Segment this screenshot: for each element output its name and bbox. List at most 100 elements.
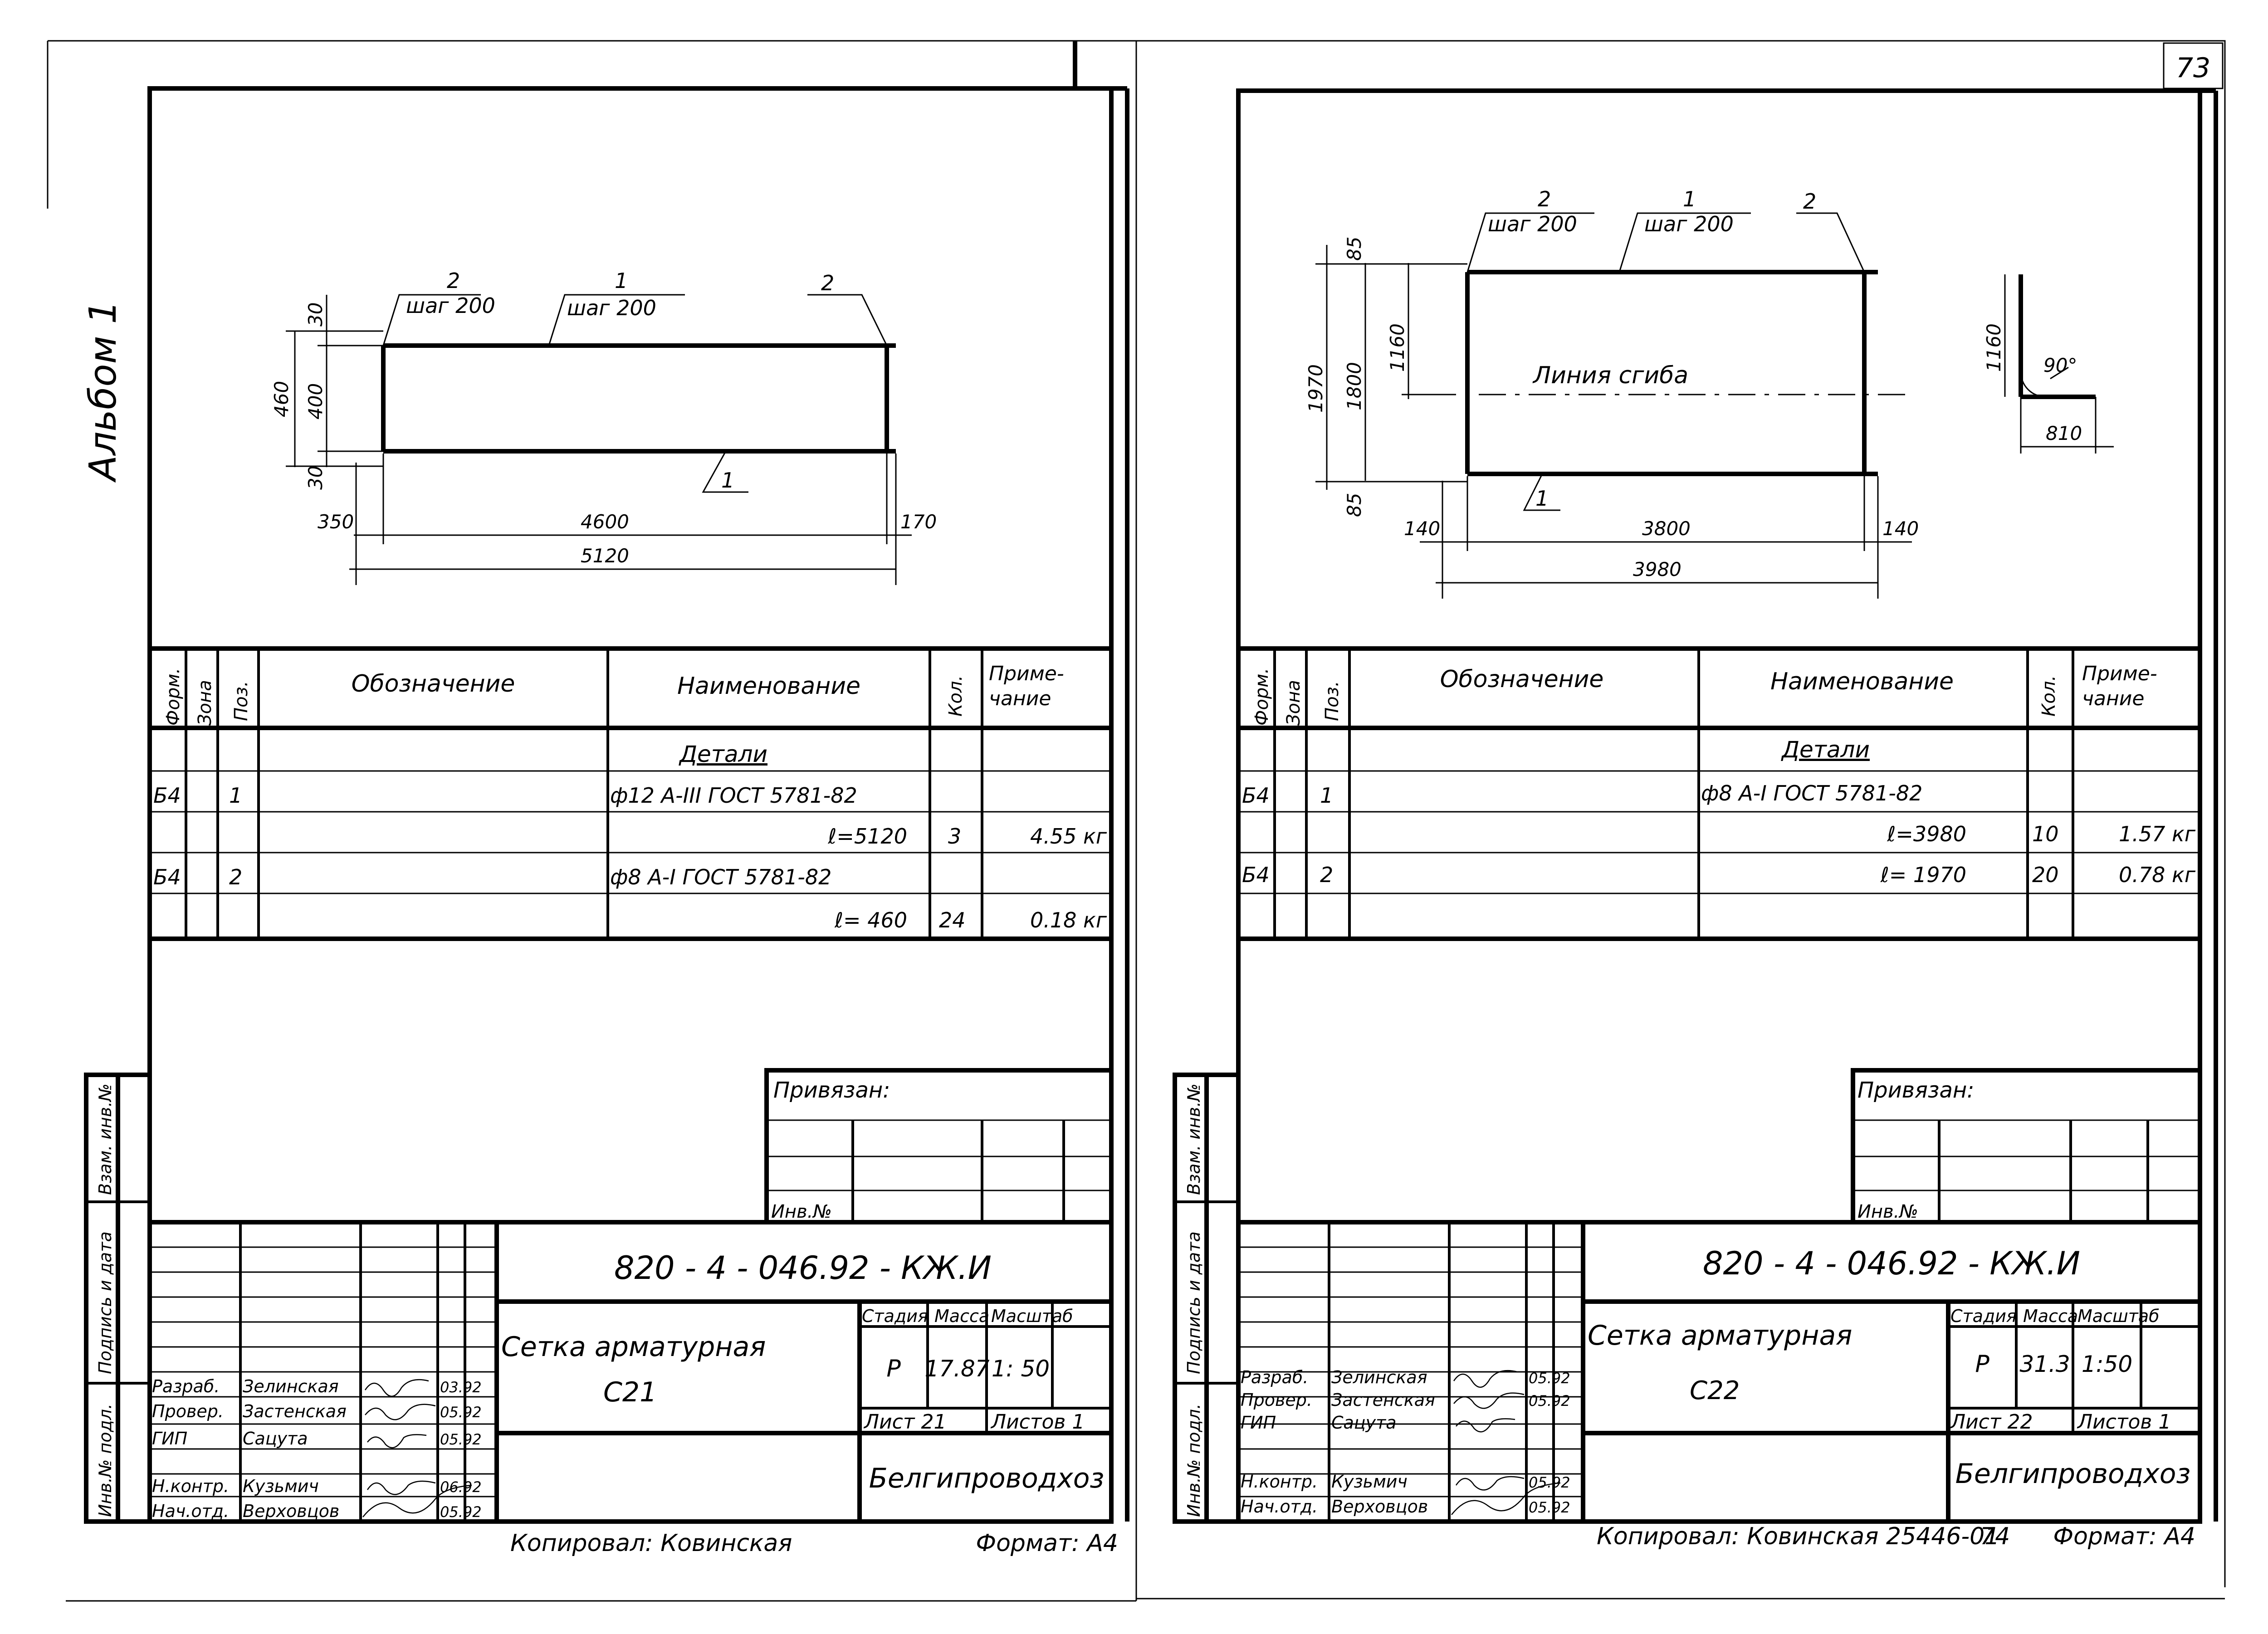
right-row3-pos: 2 <box>1320 863 1333 887</box>
right-bend-leg: 810 <box>2046 422 2082 444</box>
outer-frame <box>47 40 2226 1602</box>
left-row2-name: ℓ=5120 <box>827 824 907 849</box>
left-col-designation: Обозначение <box>352 670 515 697</box>
left-row2-qty: 3 <box>948 824 961 849</box>
right-drawing-labels: 2 шаг 200 1 шаг 200 2 1 Линия сгиба 85 1… <box>1305 187 2082 580</box>
right-dim-overall: 3980 <box>1633 558 1681 580</box>
right-col-zone: Зона <box>1283 680 1304 726</box>
left-role-1: Разраб. <box>152 1376 220 1396</box>
right-stage-head: Стадия <box>1950 1306 2017 1326</box>
left-row2-note: 4.55 кг <box>1030 824 1107 849</box>
left-row4-qty: 24 <box>939 908 966 932</box>
right-footer-copied: Копировал: Ковинская 25446-01 <box>1597 1523 1999 1550</box>
left-spec-table: Форм. Зона Поз. Обозначение Наименование… <box>150 646 1111 941</box>
right-section-title: Детали <box>1781 737 1870 763</box>
right-leader-1b: 1 <box>1535 486 1549 511</box>
left-row1-form: Б4 <box>153 783 181 808</box>
right-frame <box>1236 88 2218 1524</box>
right-role-1: Разраб. <box>1241 1367 1308 1387</box>
left-col-note-2: чание <box>989 687 1051 710</box>
left-side-label-inv: Инв.№ подл. <box>95 1404 115 1517</box>
right-row2-note: 1.57 кг <box>2119 822 2196 846</box>
left-dim-right: 170 <box>900 511 937 533</box>
right-title-block: 820 - 4 - 046.92 - КЖ.И Сетка арматурная… <box>1238 1220 2200 1522</box>
page-number: 73 <box>2176 52 2210 84</box>
right-row1-form: Б4 <box>1242 783 1270 808</box>
left-signature-1 <box>364 1379 429 1397</box>
left-title-block: 820 - 4 - 046.92 - КЖ.И Сетка арматурная… <box>150 1220 1111 1522</box>
left-signature-2 <box>365 1404 436 1420</box>
left-stage-head: Стадия <box>862 1306 928 1326</box>
right-mass-head: Масса <box>2023 1306 2078 1326</box>
right-spec-table: Форм. Зона Поз. Обозначение Наименование… <box>1238 646 2200 941</box>
left-date-1: 03.92 <box>440 1379 482 1396</box>
left-person-1: Зелинская <box>243 1376 339 1396</box>
right-dim-right: 140 <box>1882 517 1919 540</box>
left-col-zone: Зона <box>195 680 215 726</box>
right-dim-bot: 85 <box>1343 493 1365 517</box>
left-row1-name: ф12 А-III ГОСТ 5781-82 <box>610 783 857 808</box>
left-person-4: Кузьмич <box>243 1476 319 1496</box>
left-leader-1b: 1 <box>721 468 734 493</box>
right-side-label-sign: Подпись и дата <box>1184 1231 1204 1374</box>
right-pitch-1a: шаг 200 <box>1644 212 1734 236</box>
left-role-4: Н.контр. <box>152 1476 229 1496</box>
right-col-pos: Поз. <box>1322 681 1343 721</box>
right-row3-qty: 20 <box>2032 863 2059 887</box>
right-signature-1 <box>1453 1370 1518 1388</box>
right-row2-name: ℓ=3980 <box>1887 822 1966 846</box>
left-date-3: 05.92 <box>440 1431 482 1448</box>
left-sheet: Инв.№ подл. Подпись и дата Взам. инв.№ <box>84 86 1129 1557</box>
right-row3-note: 0.78 кг <box>2119 863 2196 887</box>
left-mass: 17.87 <box>924 1356 989 1382</box>
right-dim-left: 140 <box>1404 517 1440 540</box>
left-mesh-drawing <box>286 294 912 585</box>
left-org: Белгипроводхоз <box>869 1463 1105 1494</box>
left-dim-mid: 400 <box>304 383 327 419</box>
right-signature-3 <box>1456 1418 1515 1433</box>
left-frame <box>147 86 1129 1524</box>
left-dim-total: 460 <box>270 381 293 417</box>
right-bend-line: Линия сгиба <box>1532 362 1688 389</box>
right-role-5: Нач.отд. <box>1241 1497 1318 1517</box>
right-row3-form: Б4 <box>1242 863 1270 887</box>
left-scale-head: Масштаб <box>991 1306 1073 1326</box>
left-row3-form: Б4 <box>153 865 181 889</box>
right-row2-qty: 10 <box>2032 822 2059 846</box>
right-footer-format: Формат: А4 <box>2053 1523 2195 1550</box>
left-col-note: Приме- <box>989 662 1064 685</box>
left-sheets-total: Листов 1 <box>990 1410 1085 1434</box>
left-date-2: 05.92 <box>440 1404 482 1421</box>
left-code: 820 - 4 - 046.92 - КЖ.И <box>614 1249 992 1287</box>
right-person-1: Зелинская <box>1331 1367 1427 1387</box>
left-row1-pos: 1 <box>229 783 242 808</box>
left-person-2: Застенская <box>243 1401 347 1421</box>
right-leader-2b: 2 <box>1803 189 1816 214</box>
right-role-3: ГИП <box>1241 1413 1276 1433</box>
right-col-qty: Кол. <box>2038 675 2059 717</box>
left-signature-5 <box>362 1484 472 1517</box>
left-side-label-sign: Подпись и дата <box>95 1231 115 1374</box>
left-row4-note: 0.18 кг <box>1030 908 1107 932</box>
left-row4-name: ℓ= 460 <box>834 908 907 932</box>
left-signature-3 <box>367 1434 427 1449</box>
right-dim-1160: 1160 <box>1386 323 1408 372</box>
left-pitch-2a: шаг 200 <box>406 293 495 318</box>
left-footer-format: Формат: А4 <box>976 1530 1118 1557</box>
right-col-note-2: чание <box>2082 687 2144 710</box>
left-dim-overall: 5120 <box>581 545 629 567</box>
right-sheet: Инв.№ подл. Подпись и дата Взам. инв.№ <box>1173 88 2218 1550</box>
right-bend-height: 1160 <box>1983 323 2005 372</box>
right-sheet-no: Лист 22 <box>1950 1410 2033 1434</box>
left-signature-4 <box>367 1480 436 1495</box>
left-leader-1a: 1 <box>615 268 628 293</box>
right-privyazan-block: Привязан: Инв.№ <box>1851 1068 2202 1224</box>
right-scale: 1:50 <box>2082 1351 2132 1377</box>
left-col-form: Форм. <box>163 668 184 726</box>
album-label: Альбом 1 <box>82 300 125 483</box>
right-side-label-inv: Инв.№ подл. <box>1184 1404 1204 1517</box>
left-drawing-labels: 2 шаг 200 1 шаг 200 2 1 30 400 30 460 35… <box>270 268 937 567</box>
left-col-pos: Поз. <box>231 681 252 721</box>
right-date-2: 05.92 <box>1529 1392 1570 1410</box>
